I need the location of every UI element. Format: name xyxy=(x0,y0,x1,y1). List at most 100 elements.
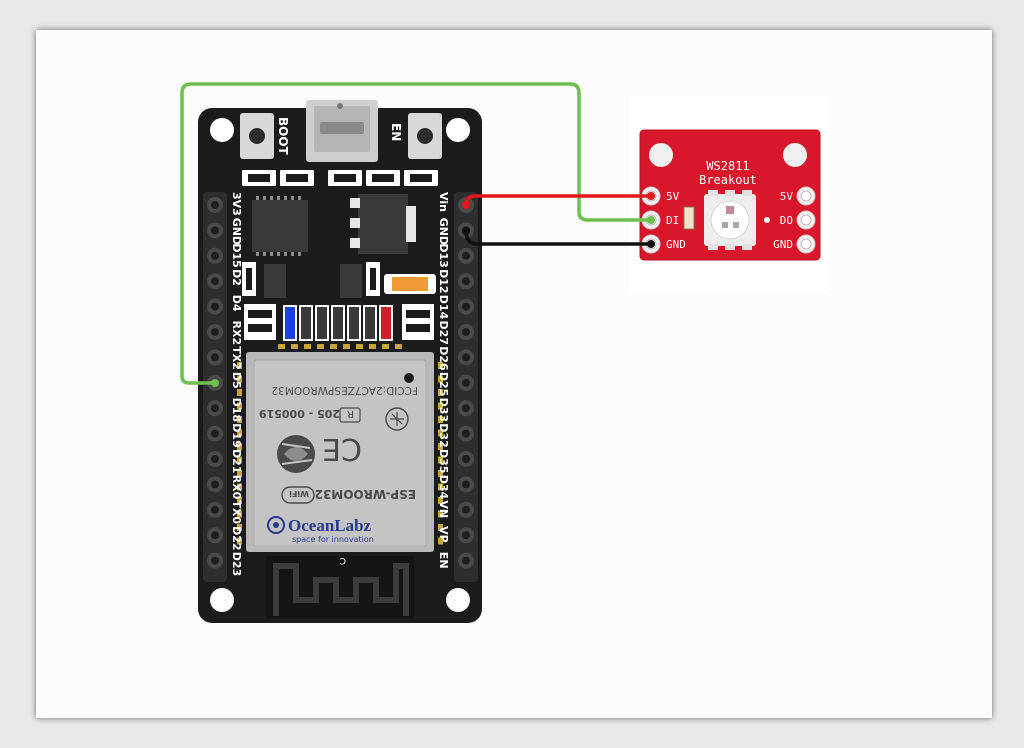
castellation-pad xyxy=(237,524,242,531)
module-antenna: C xyxy=(266,555,414,618)
en-label: EN xyxy=(389,123,403,141)
castellation-pad xyxy=(317,344,324,349)
left-header-pin[interactable] xyxy=(207,197,223,213)
boot-button[interactable] xyxy=(240,113,274,159)
wire-d5-to-di[interactable] xyxy=(180,82,651,385)
castellation-pad xyxy=(438,510,443,518)
left-header-pin[interactable] xyxy=(207,527,223,544)
mount-hole-icon xyxy=(446,118,470,142)
right-header-pin[interactable] xyxy=(458,552,474,569)
breakout-title-line2: Breakout xyxy=(699,173,757,187)
left-pin-label: GND xyxy=(230,218,243,245)
left-pin-label: D2 xyxy=(230,269,243,286)
castellation-pad xyxy=(438,537,443,545)
right-header-pin[interactable] xyxy=(458,400,474,417)
right-header-pin[interactable] xyxy=(458,501,474,518)
right-pin-label: D27 xyxy=(437,321,450,345)
right-header-pin[interactable] xyxy=(458,273,474,290)
right-header-pin[interactable] xyxy=(458,247,474,264)
mount-hole-icon xyxy=(210,588,234,612)
castellation-pad xyxy=(438,483,443,491)
breakout-right-pin-label: GND xyxy=(773,238,793,251)
castellation-pad xyxy=(237,375,242,383)
castellation-pad xyxy=(438,402,443,410)
breakout-right-pad[interactable] xyxy=(796,186,816,206)
left-pin-label: D21 xyxy=(230,449,243,473)
right-pin-label: D12 xyxy=(437,269,450,293)
right-pin-label: D13 xyxy=(437,243,450,267)
left-header-pin[interactable] xyxy=(207,222,223,239)
castellation-pad xyxy=(438,389,443,396)
smd-components-mid xyxy=(242,262,436,298)
right-header-pin[interactable] xyxy=(458,476,474,493)
left-header-pin[interactable] xyxy=(207,552,223,569)
wire-end-icon xyxy=(462,227,470,235)
right-pin-label: D25 xyxy=(437,372,450,396)
left-pin-label: TX0 xyxy=(230,500,243,524)
left-pin-label: D23 xyxy=(230,552,243,576)
right-header-pin[interactable] xyxy=(458,374,474,391)
left-header-pin[interactable] xyxy=(207,476,223,493)
left-header-pin[interactable] xyxy=(207,298,223,315)
breakout-title-line1: WS2811 xyxy=(706,159,749,173)
castellation-pad xyxy=(237,362,242,369)
left-header-pin[interactable] xyxy=(207,451,223,467)
module-brand: OceanLabz xyxy=(288,516,372,535)
castellation-pad xyxy=(330,344,337,349)
right-header-pin[interactable] xyxy=(458,298,474,315)
breakout-right-pad[interactable] xyxy=(796,234,816,254)
right-header-pin[interactable] xyxy=(458,527,474,544)
antenna-mark: C xyxy=(340,555,346,565)
wire-gnd-to-gnd[interactable] xyxy=(464,230,651,246)
left-pin-label: D19 xyxy=(230,423,243,447)
castellation-pad xyxy=(438,497,443,504)
left-pin-label: 3V3 xyxy=(230,192,243,216)
left-header-pin[interactable] xyxy=(207,400,223,417)
right-pin-label: D14 xyxy=(437,295,450,320)
right-pin-label: VP xyxy=(437,526,450,543)
castellation-pad xyxy=(237,416,242,423)
right-pin-label: D34 xyxy=(437,475,450,500)
wifi-logo-icon: WiFi xyxy=(281,486,315,504)
wire-end-icon xyxy=(647,216,655,224)
right-pin-label: Vin xyxy=(437,192,450,212)
castellation-pad xyxy=(438,524,443,531)
breakout-right-pin-label: 5V xyxy=(780,190,794,203)
wire-end-icon xyxy=(647,192,655,200)
mount-hole-icon xyxy=(446,588,470,612)
right-header-pin[interactable] xyxy=(458,425,474,442)
module-cert-mark: R xyxy=(339,407,361,423)
boot-label: BOOT xyxy=(276,117,290,156)
left-header-pin[interactable] xyxy=(207,425,223,442)
breakout-mount-hole-icon xyxy=(783,143,807,167)
castellation-pad xyxy=(438,443,443,450)
breakout-right-pad[interactable] xyxy=(796,210,816,230)
left-header-pin[interactable] xyxy=(207,324,223,340)
castellation-pad xyxy=(291,344,298,349)
telec-icon xyxy=(385,407,409,431)
castellation-pad xyxy=(237,443,242,450)
right-header-pin[interactable] xyxy=(458,349,474,366)
breakout-left-pin-label: GND xyxy=(666,238,686,251)
left-header-pin[interactable] xyxy=(207,349,223,366)
right-header-pin[interactable] xyxy=(458,324,474,340)
castellation-pad xyxy=(395,344,402,349)
mount-hole-icon xyxy=(210,118,234,142)
left-pin-label: D4 xyxy=(230,295,243,312)
right-pin-label: D35 xyxy=(437,449,450,473)
castellation-pad xyxy=(237,402,242,410)
left-header-pin[interactable] xyxy=(207,273,223,290)
left-header-pin[interactable] xyxy=(207,501,223,518)
castellation-pad xyxy=(438,470,443,477)
en-button[interactable] xyxy=(408,113,442,159)
castellation-pad xyxy=(438,429,443,437)
castellation-pad xyxy=(438,416,443,423)
right-header-pin[interactable] xyxy=(458,451,474,467)
left-pin-label: D5 xyxy=(230,372,243,389)
left-header-pin[interactable] xyxy=(207,247,223,264)
ws2811-led xyxy=(704,190,756,250)
wire-vin-to-5v[interactable] xyxy=(464,194,651,206)
castellation-pad xyxy=(278,344,285,349)
wire-end-icon xyxy=(647,240,655,248)
